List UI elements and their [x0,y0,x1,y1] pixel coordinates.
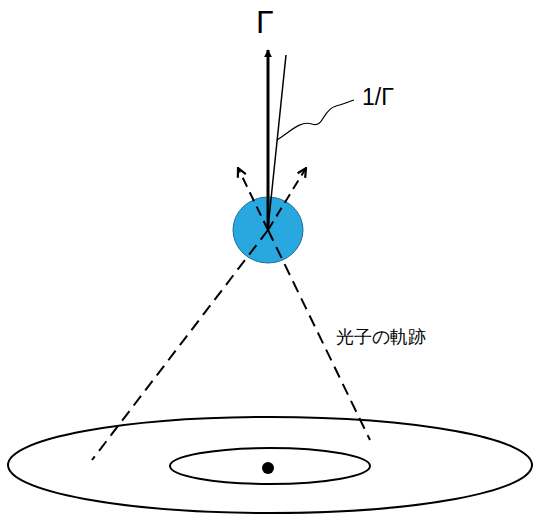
leader-line [277,100,354,140]
label-holder: Γ [254,4,276,41]
text-label: 光子の軌跡 [334,327,428,348]
photon-path-left [92,230,268,460]
text-label: 1/Γ [360,84,396,110]
beaming-angle-line [268,55,286,228]
label-holder: 1/Γ [360,84,396,110]
scattered-photon-left [238,168,268,230]
inner-disk [170,448,370,484]
outer-disk [8,417,532,513]
text-label: Γ [254,4,276,41]
velocity-arrow [267,50,270,228]
central-object [262,462,274,474]
label-holder: 光子の軌跡 [334,327,428,348]
